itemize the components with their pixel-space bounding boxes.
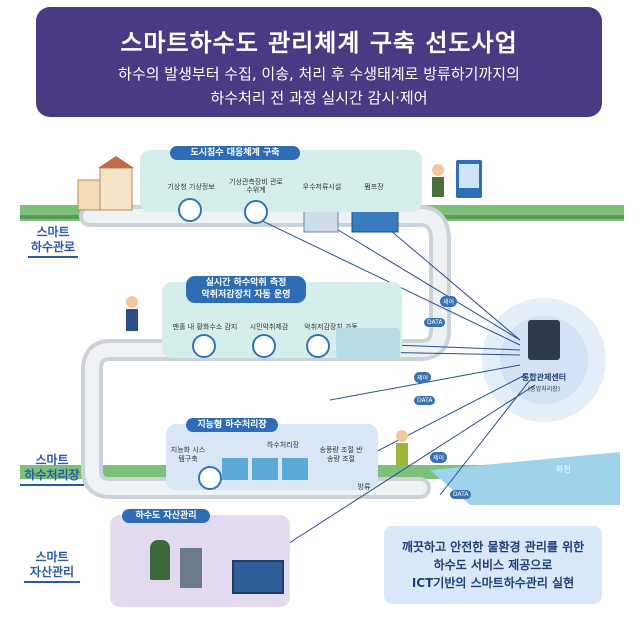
nose-icon (252, 334, 276, 358)
computer-icon (198, 466, 222, 490)
panel-treatment-title: 지능형 하수처리장 (186, 418, 278, 432)
page-title: 스마트하수도 관리체계 구축 선도사업 (120, 29, 518, 57)
worker-figure (150, 540, 170, 580)
control-center-sub: (중앙처리장) (527, 386, 561, 393)
label-pump-station: 펌프장 (364, 183, 384, 191)
tag-control-1: 제어 (440, 296, 458, 307)
monitor-screen (232, 560, 284, 594)
panel-flood-title: 도시침수 대응체계 구축 (170, 146, 300, 160)
water-level-icon (244, 200, 268, 224)
control-center-name: 통합관제센터 (521, 373, 567, 382)
server-rack-icon (528, 320, 560, 360)
label-treatment-plant: 하수처리장 (266, 441, 300, 449)
label-level-gauge: 기상관측장비 관로 수위계 (229, 178, 283, 194)
subtitle-line-2: 하수처리 전 과정 실시간 감시·제어 (210, 89, 428, 107)
label-smart-system: 지능화 시스템구축 (170, 446, 206, 463)
label-odor-device: 악취저감장치 가동 (304, 323, 358, 331)
tag-control-2: 제어 (414, 372, 432, 383)
section-label-asset: 스마트 자산관리 (24, 550, 80, 583)
label-storage-facility: 우수저류시설 (302, 183, 342, 191)
header-banner: 스마트하수도 관리체계 구축 선도사업 하수의 발생부터 수집, 이송, 처리 … (36, 7, 602, 117)
tag-data-3: DATA (450, 490, 472, 499)
river-shape (430, 452, 620, 505)
mist-spray-image (336, 328, 400, 358)
server-cabinet (180, 548, 202, 588)
tag-control-3: 제어 (430, 452, 448, 463)
summary-line-3: ICT기반의 스마트하수관리 실현 (411, 576, 575, 590)
label-h2s-detection: 맨홀 내 황화수소 감지 (172, 323, 238, 331)
label-citizen-odor: 시민악취제감 (249, 323, 289, 331)
section-label-pipe: 스마트 하수관로 (28, 225, 78, 258)
panel-asset-title: 하수도 자산관리 (122, 509, 210, 523)
label-weather-info: 기상청 기상정보 (167, 183, 215, 191)
tank-2 (252, 458, 278, 480)
label-blower-return: 송풍량 조절 반송량 조절 (319, 446, 363, 463)
section-label-plant: 스마트 하수처리장 (20, 453, 84, 486)
summary-line-2: 하수도 서비스 제공으로 (433, 558, 553, 572)
label-discharge: 방류 (357, 483, 371, 491)
manhole-sensor-icon (192, 334, 216, 358)
weather-cloud-icon (178, 198, 202, 222)
tank-1 (222, 458, 248, 480)
tag-data-1: DATA (424, 318, 446, 327)
odor-device-icon (306, 334, 330, 358)
summary-line-1: 깨끗하고 안전한 물환경 관리를 위한 (401, 540, 585, 554)
tag-data-2: DATA (414, 396, 436, 405)
panel-odor-title: 실시간 하수악취 측정 악취저감장치 자동 운영 (186, 276, 306, 303)
summary-box: 깨끗하고 안전한 물환경 관리를 위한 하수도 서비스 제공으로 ICT기반의 … (384, 526, 602, 604)
river-label: 하천 (556, 465, 571, 474)
tank-3 (282, 458, 308, 480)
subtitle-line-1: 하수의 발생부터 수집, 이송, 처리 후 수생태계로 방류하기까지의 (118, 65, 520, 83)
